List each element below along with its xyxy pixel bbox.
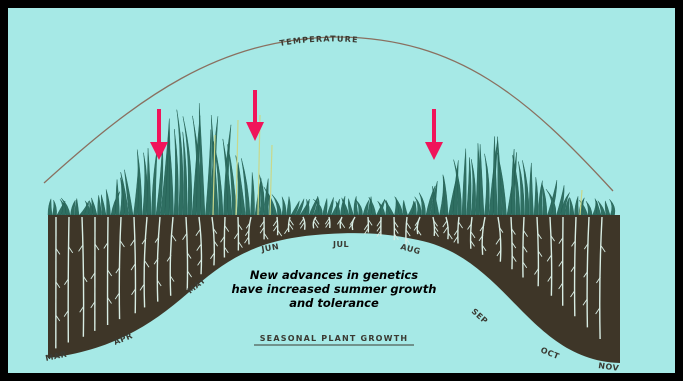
seasonal-plant-growth-caption: SEASONAL PLANT GROWTH bbox=[260, 334, 409, 343]
temperature-curve bbox=[44, 37, 613, 191]
grass-growth bbox=[48, 103, 615, 215]
arrow-spring-peak bbox=[150, 109, 168, 160]
note-line: New advances in genetics bbox=[184, 268, 484, 282]
month-label: AUG bbox=[399, 242, 421, 256]
seasonal-growth-diagram: TEMPERATURE SEASONAL PLANT GROWTH MAR AP… bbox=[8, 8, 675, 373]
grass-blade bbox=[327, 197, 334, 215]
grass-blade bbox=[354, 196, 358, 215]
root bbox=[224, 217, 225, 257]
grass-blade bbox=[264, 179, 268, 215]
arrow-early-summer bbox=[246, 90, 264, 141]
month-label: NOV bbox=[598, 361, 620, 373]
month-label: JUN bbox=[260, 242, 280, 254]
grass-blade bbox=[542, 183, 547, 215]
temperature-label: TEMPERATURE bbox=[279, 34, 359, 48]
grass-blade bbox=[174, 129, 178, 215]
grass-blade bbox=[534, 177, 538, 215]
grass-blade bbox=[529, 163, 533, 215]
grass-blade bbox=[403, 200, 408, 215]
grass-blade bbox=[101, 195, 106, 215]
grass-blade bbox=[116, 179, 120, 215]
grass-blade bbox=[575, 196, 579, 215]
note-line: have increased summer growth bbox=[184, 282, 484, 296]
grass-blade bbox=[152, 148, 158, 215]
grass-blade bbox=[485, 154, 490, 215]
grass-blade bbox=[48, 199, 52, 215]
grass-blade bbox=[251, 172, 255, 215]
root bbox=[68, 217, 69, 343]
grass-blade bbox=[539, 181, 543, 215]
grass-blade bbox=[282, 197, 286, 215]
grass-blade bbox=[462, 149, 466, 215]
grass-blade bbox=[75, 198, 79, 215]
arrow-fall-peak bbox=[425, 109, 443, 160]
month-label: JUL bbox=[332, 240, 349, 249]
grass-blade bbox=[570, 198, 574, 215]
grass-blade bbox=[348, 199, 353, 215]
grass-blade bbox=[183, 132, 187, 215]
grass-blade bbox=[143, 153, 148, 215]
note-line: and tolerance bbox=[184, 296, 484, 310]
grass-blade bbox=[480, 144, 484, 215]
grass-blade bbox=[53, 200, 57, 215]
grass-blade bbox=[323, 199, 328, 215]
grass-blade bbox=[147, 148, 151, 215]
grass-blade bbox=[71, 200, 76, 215]
grass-blade bbox=[605, 201, 610, 215]
month-label: OCT bbox=[539, 346, 561, 362]
grass-blade bbox=[169, 138, 174, 215]
slide: TEMPERATURE SEASONAL PLANT GROWTH MAR AP… bbox=[8, 8, 675, 373]
grass-blade bbox=[106, 189, 110, 215]
grass-blade bbox=[467, 157, 472, 215]
grass-blade bbox=[609, 199, 614, 215]
grass-blade bbox=[471, 159, 476, 215]
grass-blade bbox=[98, 195, 102, 215]
grass-blade bbox=[287, 197, 291, 215]
grass-blade bbox=[476, 143, 480, 215]
genetics-note: New advances in genetics have increased … bbox=[184, 268, 484, 310]
grass-blade bbox=[444, 176, 448, 215]
